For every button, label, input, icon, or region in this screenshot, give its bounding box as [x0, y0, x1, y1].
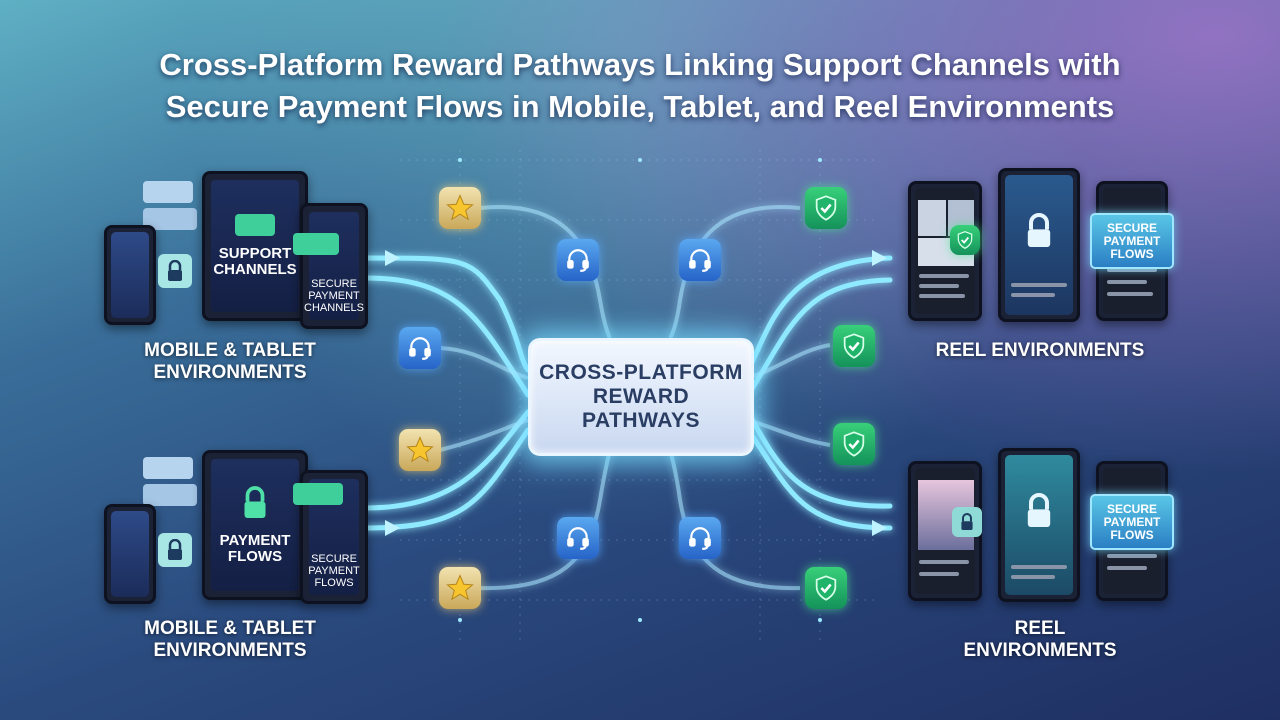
card-line-3: FLOWS: [1110, 246, 1154, 261]
reel-phone: [998, 448, 1080, 602]
secure-payment-card: SECURE PAYMENT FLOWS: [1090, 494, 1174, 550]
phone-label-line-3: CHANNELS: [304, 302, 364, 314]
chat-bubble-icon: [235, 214, 275, 236]
phone-device: [104, 225, 156, 325]
headset-icon: [679, 239, 721, 281]
reel-phone: [998, 168, 1080, 322]
diagram-title: Cross-Platform Reward Pathways Linking S…: [0, 44, 1280, 128]
card-line-3: FLOWS: [1110, 527, 1154, 542]
branch-star-mid: [439, 418, 529, 452]
headset-icon: [557, 517, 599, 559]
env-label-line-1: MOBILE & TABLET: [144, 618, 316, 639]
reel-thumbnail: [918, 200, 946, 236]
title-line-2: Secure Payment Flows in Mobile, Tablet, …: [165, 89, 1115, 124]
arrow-head: [872, 520, 887, 536]
card-line-1: SECURE: [1106, 501, 1157, 516]
shield-check-icon: [950, 225, 980, 255]
headset-icon: [399, 327, 441, 369]
card-line-2: PAYMENT: [1103, 514, 1161, 529]
arrow-heads: [385, 250, 887, 536]
chat-bubble-icon: [143, 181, 193, 203]
star-icon: [439, 567, 481, 609]
env-label-line-2: ENVIRONMENTS: [963, 640, 1117, 661]
phone-label-line-1: SECURE: [311, 553, 357, 565]
chat-bubble-icon: [293, 233, 339, 255]
phone-label-line-3: FLOWS: [314, 577, 354, 589]
path-right-top: [745, 255, 893, 373]
chat-bubble-icon: [293, 483, 343, 505]
chat-bubble-icon: [143, 208, 197, 230]
tablet-device: SUPPORT CHANNELS: [202, 171, 308, 321]
path-right-bottom: [745, 427, 893, 531]
hub-line-1: CROSS-PLATFORM: [539, 361, 743, 384]
path-left-top: [362, 255, 531, 373]
lock-icon: [1023, 213, 1055, 254]
env-label-line-1: REEL: [1014, 618, 1066, 639]
path-right-bottom-2: [745, 409, 893, 509]
shield-check-icon: [805, 187, 847, 229]
title-line-1: Cross-Platform Reward Pathways Linking S…: [159, 47, 1121, 82]
path-left-top-2: [362, 275, 531, 398]
env-label-line-1: MOBILE & TABLET: [144, 340, 316, 361]
tablet-label-line-1: SUPPORT: [218, 245, 292, 262]
branch-shield-mid2: [747, 418, 831, 447]
star-icon: [439, 187, 481, 229]
branch-shield-mid: [747, 343, 831, 380]
shield-check-icon: [833, 325, 875, 367]
env-label-right-bottom: REEL ENVIRONMENTS: [920, 618, 1160, 662]
card-line-2: PAYMENT: [1103, 233, 1161, 248]
path-left-bottom: [362, 427, 531, 531]
env-label-right-top: REEL ENVIRONMENTS: [920, 340, 1160, 362]
arrow-head: [872, 250, 887, 266]
env-label-line-1: REEL ENVIRONMENTS: [935, 340, 1145, 361]
path-left-bottom-2: [362, 409, 531, 511]
hub-line-2: REWARD: [592, 385, 690, 408]
lock-icon: [158, 533, 192, 567]
hub-line-3: PATHWAYS: [582, 409, 700, 432]
grid-dots: [458, 158, 822, 622]
chat-bubble-icon: [143, 457, 193, 479]
phone-label-line-2: PAYMENT: [308, 290, 360, 302]
chat-bubble-icon: [143, 484, 197, 506]
branch-head-left: [439, 346, 529, 380]
tablet-label-line-2: FLOWS: [227, 547, 283, 565]
star-icon: [399, 429, 441, 471]
env-label-left-top: MOBILE & TABLET ENVIRONMENTS: [120, 340, 340, 384]
phone-label-line-2: PAYMENT: [308, 565, 360, 577]
tablet-device: PAYMENT FLOWS: [202, 450, 308, 600]
headset-icon: [557, 239, 599, 281]
shield-check-icon: [805, 567, 847, 609]
phone-device: SECURE PAYMENT CHANNELS: [300, 203, 368, 329]
env-label-left-bottom: MOBILE & TABLET ENVIRONMENTS: [120, 618, 340, 662]
shield-check-icon: [833, 423, 875, 465]
phone-label-line-1: SECURE: [311, 278, 357, 290]
lock-icon: [1023, 493, 1055, 534]
env-label-line-2: ENVIRONMENTS: [153, 362, 307, 383]
lock-icon: [240, 485, 270, 525]
tablet-label-line-2: CHANNELS: [213, 261, 297, 278]
lock-icon: [158, 254, 192, 288]
lock-icon: [952, 507, 982, 537]
card-line-1: SECURE: [1106, 220, 1157, 235]
arrow-head: [385, 520, 400, 536]
headset-icon: [679, 517, 721, 559]
env-label-line-2: ENVIRONMENTS: [153, 640, 307, 661]
arrow-head: [385, 250, 400, 266]
secure-payment-card: SECURE PAYMENT FLOWS: [1090, 213, 1174, 269]
tablet-label-line-1: PAYMENT: [219, 531, 291, 549]
central-hub: CROSS-PLATFORM REWARD PATHWAYS: [528, 338, 754, 456]
phone-device: [104, 504, 156, 604]
